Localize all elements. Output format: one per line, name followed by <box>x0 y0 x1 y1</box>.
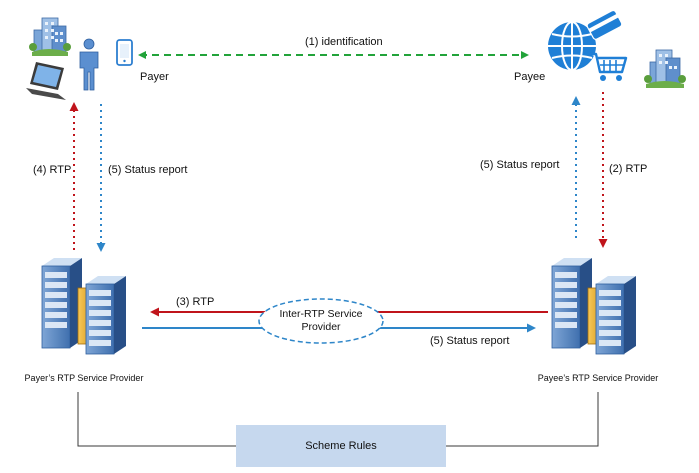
payee-provider-label: Payee’s RTP Service Provider <box>537 373 659 383</box>
status-report-left-label: (5) Status report <box>108 164 188 176</box>
inter-rtp-line-2: Provider <box>301 321 341 333</box>
payee-label: Payee <box>514 71 546 83</box>
rtp-left-label: (4) RTP <box>33 164 72 176</box>
payer-provider-label: Payer’s RTP Service Provider <box>24 373 144 383</box>
payer-label: Payer <box>140 71 169 83</box>
server-icon <box>41 258 126 355</box>
smartphone-icon <box>116 39 133 66</box>
laptop-icon <box>26 62 66 100</box>
server-icon <box>551 258 636 355</box>
scheme-rules-box: Scheme Rules <box>236 425 446 467</box>
rtp-right-label: (2) RTP <box>609 163 648 175</box>
person-icon <box>79 38 99 91</box>
scheme-rules-label: Scheme Rules <box>305 440 377 452</box>
building-icon <box>644 49 686 88</box>
inter-rtp-line-1: Inter-RTP Service <box>279 307 363 320</box>
rtp-middle-label: (3) RTP <box>176 296 215 308</box>
inter-rtp-provider: Inter-RTP Service Provider <box>258 298 384 344</box>
identification-label: (1) identification <box>305 36 383 48</box>
globe-cart-icon <box>548 9 628 81</box>
scheme-connector-line <box>77 392 599 447</box>
building-icon <box>29 17 71 56</box>
status-report-right-label: (5) Status report <box>480 159 560 171</box>
status-report-bottom-label: (5) Status report <box>430 335 510 347</box>
inter-rtp-provider-ellipse <box>258 298 384 344</box>
